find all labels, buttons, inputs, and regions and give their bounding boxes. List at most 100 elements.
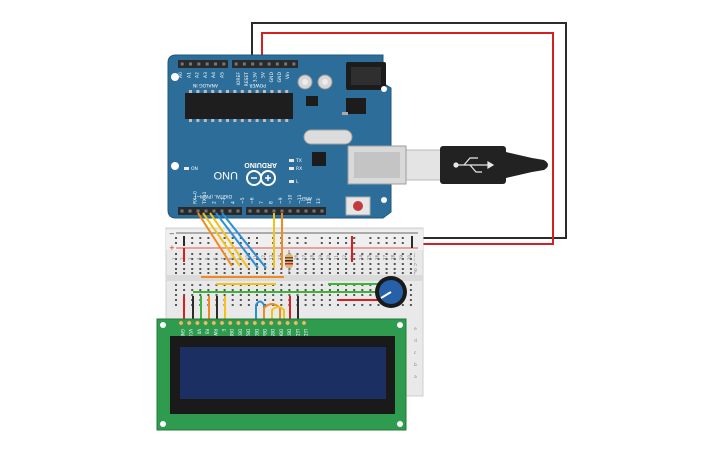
- power-label: POWER: [249, 82, 266, 88]
- on-label: ON: [191, 166, 198, 172]
- terminal-hole: [199, 253, 202, 255]
- chip-pin: [255, 90, 259, 93]
- terminal-hole: [183, 268, 186, 270]
- terminal-hole: [353, 272, 356, 274]
- terminal-hole: [191, 272, 194, 274]
- terminal-hole: [280, 289, 283, 291]
- terminal-hole: [239, 263, 242, 265]
- terminal-hole: [264, 289, 267, 291]
- rail-hole: [377, 242, 380, 244]
- terminal-hole: [401, 268, 404, 270]
- terminal-hole: [304, 258, 307, 260]
- rail-hole: [223, 237, 226, 239]
- analog-pin-label: A2: [195, 72, 201, 78]
- power-pin-label: 5V: [261, 71, 267, 78]
- column-number: 27: [383, 254, 388, 260]
- lcd-pin-label: RS: [205, 329, 210, 335]
- terminal-hole: [401, 263, 404, 265]
- terminal-hole: [385, 268, 388, 270]
- terminal-hole: [175, 253, 177, 255]
- header-hole: [304, 209, 308, 213]
- terminal-hole: [312, 253, 315, 255]
- column-number: 19: [318, 254, 323, 260]
- terminal-hole: [312, 289, 315, 291]
- terminal-hole: [207, 284, 210, 286]
- power-pin-label: 3.3V: [252, 71, 258, 82]
- terminal-hole: [401, 304, 404, 306]
- yellow-wire-d5: [202, 212, 241, 267]
- rail-hole: [231, 237, 234, 239]
- terminal-hole: [191, 253, 194, 255]
- chip-pin: [277, 90, 281, 93]
- terminal-hole: [215, 263, 218, 265]
- terminal-hole: [231, 268, 234, 270]
- terminal-hole: [215, 272, 218, 274]
- rail-hole: [256, 237, 258, 239]
- rail-hole: [320, 237, 323, 239]
- terminal-hole: [191, 294, 194, 296]
- terminal-hole: [272, 272, 275, 274]
- chip-pin: [189, 90, 192, 93]
- red-wire-5v-loop: [261, 32, 554, 245]
- terminal-hole: [361, 263, 364, 265]
- usb-symbol-icon: [453, 157, 495, 173]
- lcd-pin-label: DB6: [278, 329, 283, 338]
- header-hole: [212, 209, 216, 213]
- rail-hole: [353, 237, 356, 239]
- terminal-hole: [231, 304, 234, 306]
- terminal-hole: [409, 284, 412, 286]
- analog-pin-label: A1: [186, 72, 192, 78]
- terminal-hole: [264, 299, 267, 301]
- chip-pin: [285, 90, 289, 93]
- terminal-hole: [175, 268, 177, 270]
- terminal-hole: [304, 268, 307, 270]
- terminal-hole: [207, 258, 210, 260]
- terminal-hole: [304, 299, 307, 301]
- terminal-hole: [264, 268, 267, 270]
- orange-wire-d3: [197, 212, 233, 267]
- terminal-hole: [393, 268, 396, 270]
- terminal-hole: [337, 304, 339, 306]
- terminal-hole: [337, 253, 339, 255]
- column-number: 18: [310, 254, 315, 260]
- reset-button-cap[interactable]: [353, 201, 363, 211]
- terminal-hole: [361, 304, 364, 306]
- lcd-pin: [211, 320, 217, 326]
- terminal-hole: [409, 272, 412, 274]
- terminal-hole: [304, 272, 307, 274]
- header-hole: [234, 62, 238, 66]
- mount-hole: [171, 162, 179, 170]
- aref-label: AREF: [300, 195, 312, 201]
- column-number: 25: [366, 254, 371, 260]
- tx-led: [289, 159, 294, 162]
- lcd-mount-hole: [397, 322, 403, 328]
- terminal-hole: [199, 294, 202, 296]
- column-number: 6: [213, 257, 218, 260]
- lcd-pin: [194, 320, 200, 326]
- usb-cable-tail: [532, 158, 548, 172]
- lcd-pin: [235, 320, 241, 326]
- rail-hole: [337, 242, 339, 244]
- terminal-hole: [223, 258, 226, 260]
- lcd-screen: [180, 347, 386, 399]
- terminal-hole: [409, 258, 412, 260]
- terminal-hole: [304, 253, 307, 255]
- chip-pin: [226, 90, 229, 93]
- terminal-hole: [272, 268, 275, 270]
- potentiometer[interactable]: [375, 276, 407, 308]
- column-number: 24: [358, 254, 363, 260]
- terminal-hole: [369, 294, 372, 296]
- lcd-pin: [203, 320, 209, 326]
- terminal-hole: [239, 299, 242, 301]
- terminal-hole: [280, 294, 283, 296]
- row-letter: e: [414, 327, 417, 332]
- lcd-pin: [268, 320, 274, 326]
- digital-pin-label: ~10: [288, 194, 294, 204]
- power-pin-label: IOREF: [236, 72, 242, 86]
- header-hole: [180, 209, 184, 213]
- terminal-hole: [215, 253, 218, 255]
- terminal-hole: [264, 253, 267, 255]
- lcd-pin-label: RW: [213, 329, 218, 336]
- terminal-hole: [337, 289, 339, 291]
